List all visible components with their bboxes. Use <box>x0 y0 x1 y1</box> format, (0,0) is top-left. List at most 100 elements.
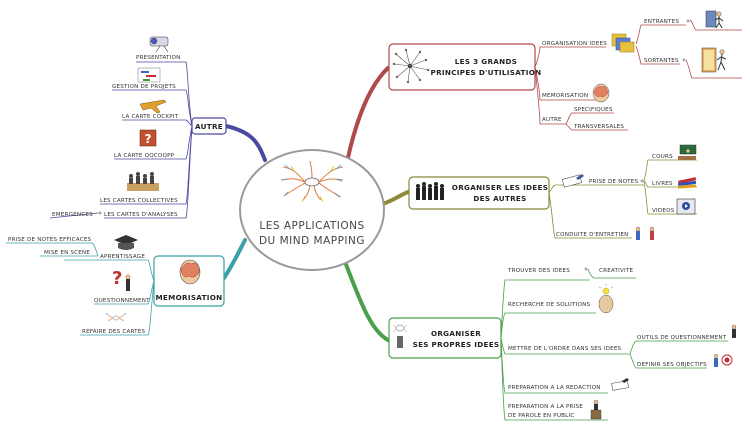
question-person-icon: ? <box>112 268 131 291</box>
bullet-trouver <box>584 267 588 271</box>
center-title-line2: DU MIND MAPPING <box>259 235 365 247</box>
svg-text:?: ? <box>145 132 152 146</box>
writing-hand-icon <box>561 174 584 188</box>
mini-map-icon <box>105 312 127 322</box>
link-entrantes-img <box>689 19 742 31</box>
link-outils <box>629 340 728 355</box>
lightbulb-head-icon <box>598 284 614 314</box>
node-principes[interactable]: LES 3 GRANDS PRINCIPES D'UTILISATION <box>388 43 541 91</box>
label-trouver-idees[interactable]: TROUVER DES IDEES <box>507 268 570 274</box>
link-entretien <box>548 192 632 239</box>
label-autre-principe[interactable]: AUTRE <box>542 117 562 123</box>
link-autre-p <box>534 66 566 125</box>
mini-map-icon <box>280 160 344 203</box>
autres-title-line1: ORGANISER LES IDEES <box>452 183 548 192</box>
label-entretien[interactable]: CONDUITE D'ENTRETIEN <box>556 232 628 238</box>
node-organiser-propres[interactable]: ORGANISER SES PROPRES IDEES <box>388 317 502 359</box>
link-emergences <box>49 212 99 219</box>
label-sortantes[interactable]: SORTANTES <box>644 58 679 64</box>
label-apprentissage[interactable]: APRENTISSAGE <box>100 254 145 260</box>
link-presentation <box>136 61 193 127</box>
label-parole-line1[interactable]: PREPARATION A LA PRISE <box>508 404 583 410</box>
label-presentation[interactable]: PRESENTATION <box>136 55 181 61</box>
label-prise-notes[interactable]: PRISE DE NOTES <box>589 179 639 185</box>
label-solutions[interactable]: RECHERCHE DE SOLUTIONS <box>508 302 590 308</box>
link-sortantes-img <box>685 59 742 79</box>
label-prise-efficaces[interactable]: PRISE DE NOTES EFFICACES <box>8 237 92 243</box>
branch-principes <box>343 66 390 174</box>
bullet-sortantes <box>682 58 686 62</box>
link-livres <box>643 180 697 188</box>
link-trouver <box>500 279 590 339</box>
label-creativite[interactable]: CREATIVITE <box>599 268 633 274</box>
door-exit-icon <box>701 47 727 73</box>
writing-hand-icon <box>611 378 629 391</box>
label-livres[interactable]: LIVRES <box>652 181 673 187</box>
question-box-icon: ? <box>139 129 157 147</box>
podium-icon <box>590 399 602 420</box>
folders-icon <box>611 33 635 53</box>
propres-title-line2: SES PROPRES IDEES <box>413 340 500 349</box>
node-organiser-autres[interactable]: ORGANISER LES IDEES DES AUTRES <box>408 176 550 210</box>
link-cockpit <box>122 119 193 127</box>
label-refaire[interactable]: REFAIRE DES CARTES <box>82 329 146 335</box>
label-organisation-idees[interactable]: ORGANISATION IDEES <box>542 41 607 47</box>
link-entrantes <box>635 24 686 45</box>
link-solutions <box>500 312 596 339</box>
branch-autre <box>224 124 267 162</box>
svg-text:?: ? <box>112 268 122 289</box>
label-analyses[interactable]: LES CARTES D'ANALYSES <box>104 212 178 218</box>
label-questionnement[interactable]: QUESTIONNEMENT <box>94 298 150 304</box>
autre-title: AUTRE <box>195 122 223 131</box>
node-memorisation[interactable]: MEMORISATION <box>153 255 225 307</box>
label-cours[interactable]: COURS <box>652 154 673 160</box>
label-redaction[interactable]: PREPARATION A LA REDACTION <box>508 385 601 391</box>
gantt-icon <box>137 67 161 83</box>
center-node[interactable]: LES APPLICATIONS DU MIND MAPPING <box>239 149 385 271</box>
label-qqcoqpp[interactable]: LA CARTE QQCOQPP <box>114 153 175 159</box>
link-questionnement <box>94 280 155 305</box>
link-transversales <box>565 123 628 131</box>
airplane-icon <box>139 99 167 114</box>
projector-icon <box>149 36 169 53</box>
label-cockpit[interactable]: LA CARTE COCKPIT <box>122 114 179 120</box>
memorisation-title: MEMORISATION <box>155 293 222 302</box>
autres-title-line2: DES AUTRES <box>473 194 526 203</box>
branch-memorisation <box>222 238 247 280</box>
link-parole <box>500 337 608 421</box>
label-objectifs[interactable]: DEFINIR SES OBJECTIFS <box>637 362 707 368</box>
label-gestion[interactable]: GESTION DE PROJETS <box>112 84 176 90</box>
label-mise-en-scene[interactable]: MISE EN SCENE <box>44 250 90 256</box>
link-cours <box>643 159 697 182</box>
label-transversales[interactable]: TRANSVERSALES <box>573 124 624 130</box>
node-autre[interactable]: AUTRE <box>191 117 227 135</box>
label-collectives[interactable]: LES CARTES COLLECTIVES <box>100 198 178 204</box>
link-specifiques <box>565 112 614 125</box>
label-memorisation-principe[interactable]: MEMORISATION <box>542 93 588 99</box>
link-prise <box>548 184 644 194</box>
network-icon <box>392 48 430 84</box>
door-enter-icon <box>705 10 724 29</box>
label-outils[interactable]: OUTILS DE QUESTIONNEMENT <box>637 335 727 341</box>
link-qqcoqpp <box>114 125 193 160</box>
graduation-cap-icon <box>114 235 138 250</box>
link-sortantes <box>635 45 680 65</box>
teacher-icon <box>678 144 697 160</box>
link-gestion <box>112 89 193 127</box>
link-memorisation-p <box>534 66 598 101</box>
center-title-line1: LES APPLICATIONS <box>259 220 364 232</box>
label-videos[interactable]: VIDEOS <box>652 208 675 214</box>
label-emergences[interactable]: EMERGENCES <box>52 212 93 218</box>
books-icon <box>677 177 697 189</box>
group-icon <box>127 172 159 191</box>
bullet-analyses <box>98 211 102 215</box>
link-analyses <box>104 125 193 219</box>
brain-icon <box>179 259 201 285</box>
label-ordre[interactable]: METTRE DE L'ORDRE DANS SES IDEES <box>508 346 622 352</box>
label-entrantes[interactable]: ENTRANTES <box>644 19 679 25</box>
label-parole-line2[interactable]: DE PAROLE EN PUBLIC <box>508 413 574 419</box>
mini-map-icon <box>392 324 408 348</box>
link-organisation <box>534 46 606 68</box>
label-specifiques[interactable]: SPECIFIQUES <box>574 107 613 113</box>
